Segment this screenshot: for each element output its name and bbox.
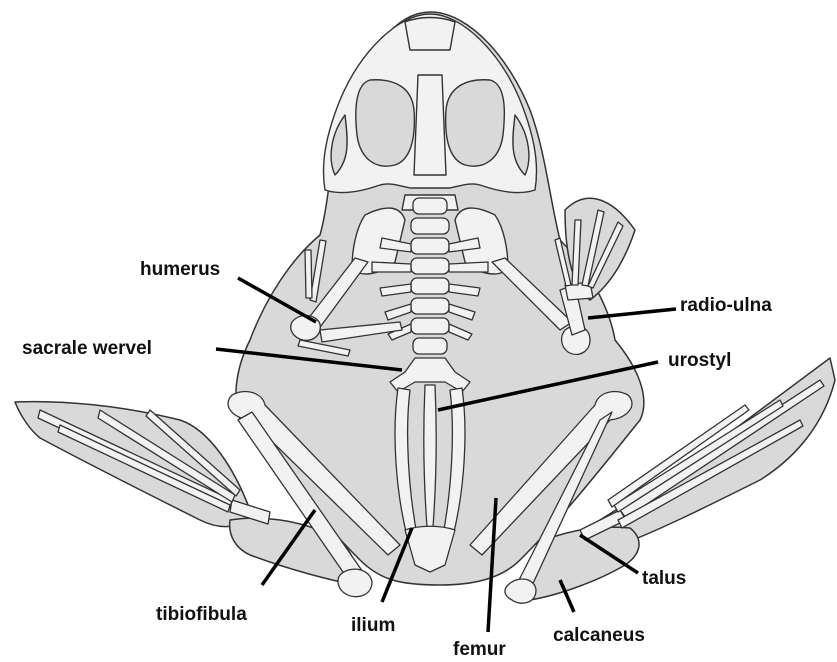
- label-radio-ulna: radio-ulna: [680, 295, 772, 316]
- label-talus: talus: [642, 568, 686, 589]
- label-humerus: humerus: [140, 259, 220, 280]
- skull: [323, 14, 536, 192]
- label-tibiofibula: tibiofibula: [156, 604, 247, 625]
- label-urostyl: urostyl: [668, 350, 731, 371]
- label-femur: femur: [453, 639, 506, 660]
- label-sacrale-wervel: sacrale wervel: [22, 338, 152, 359]
- label-calcaneus: calcaneus: [553, 625, 645, 646]
- label-ilium: ilium: [351, 615, 395, 636]
